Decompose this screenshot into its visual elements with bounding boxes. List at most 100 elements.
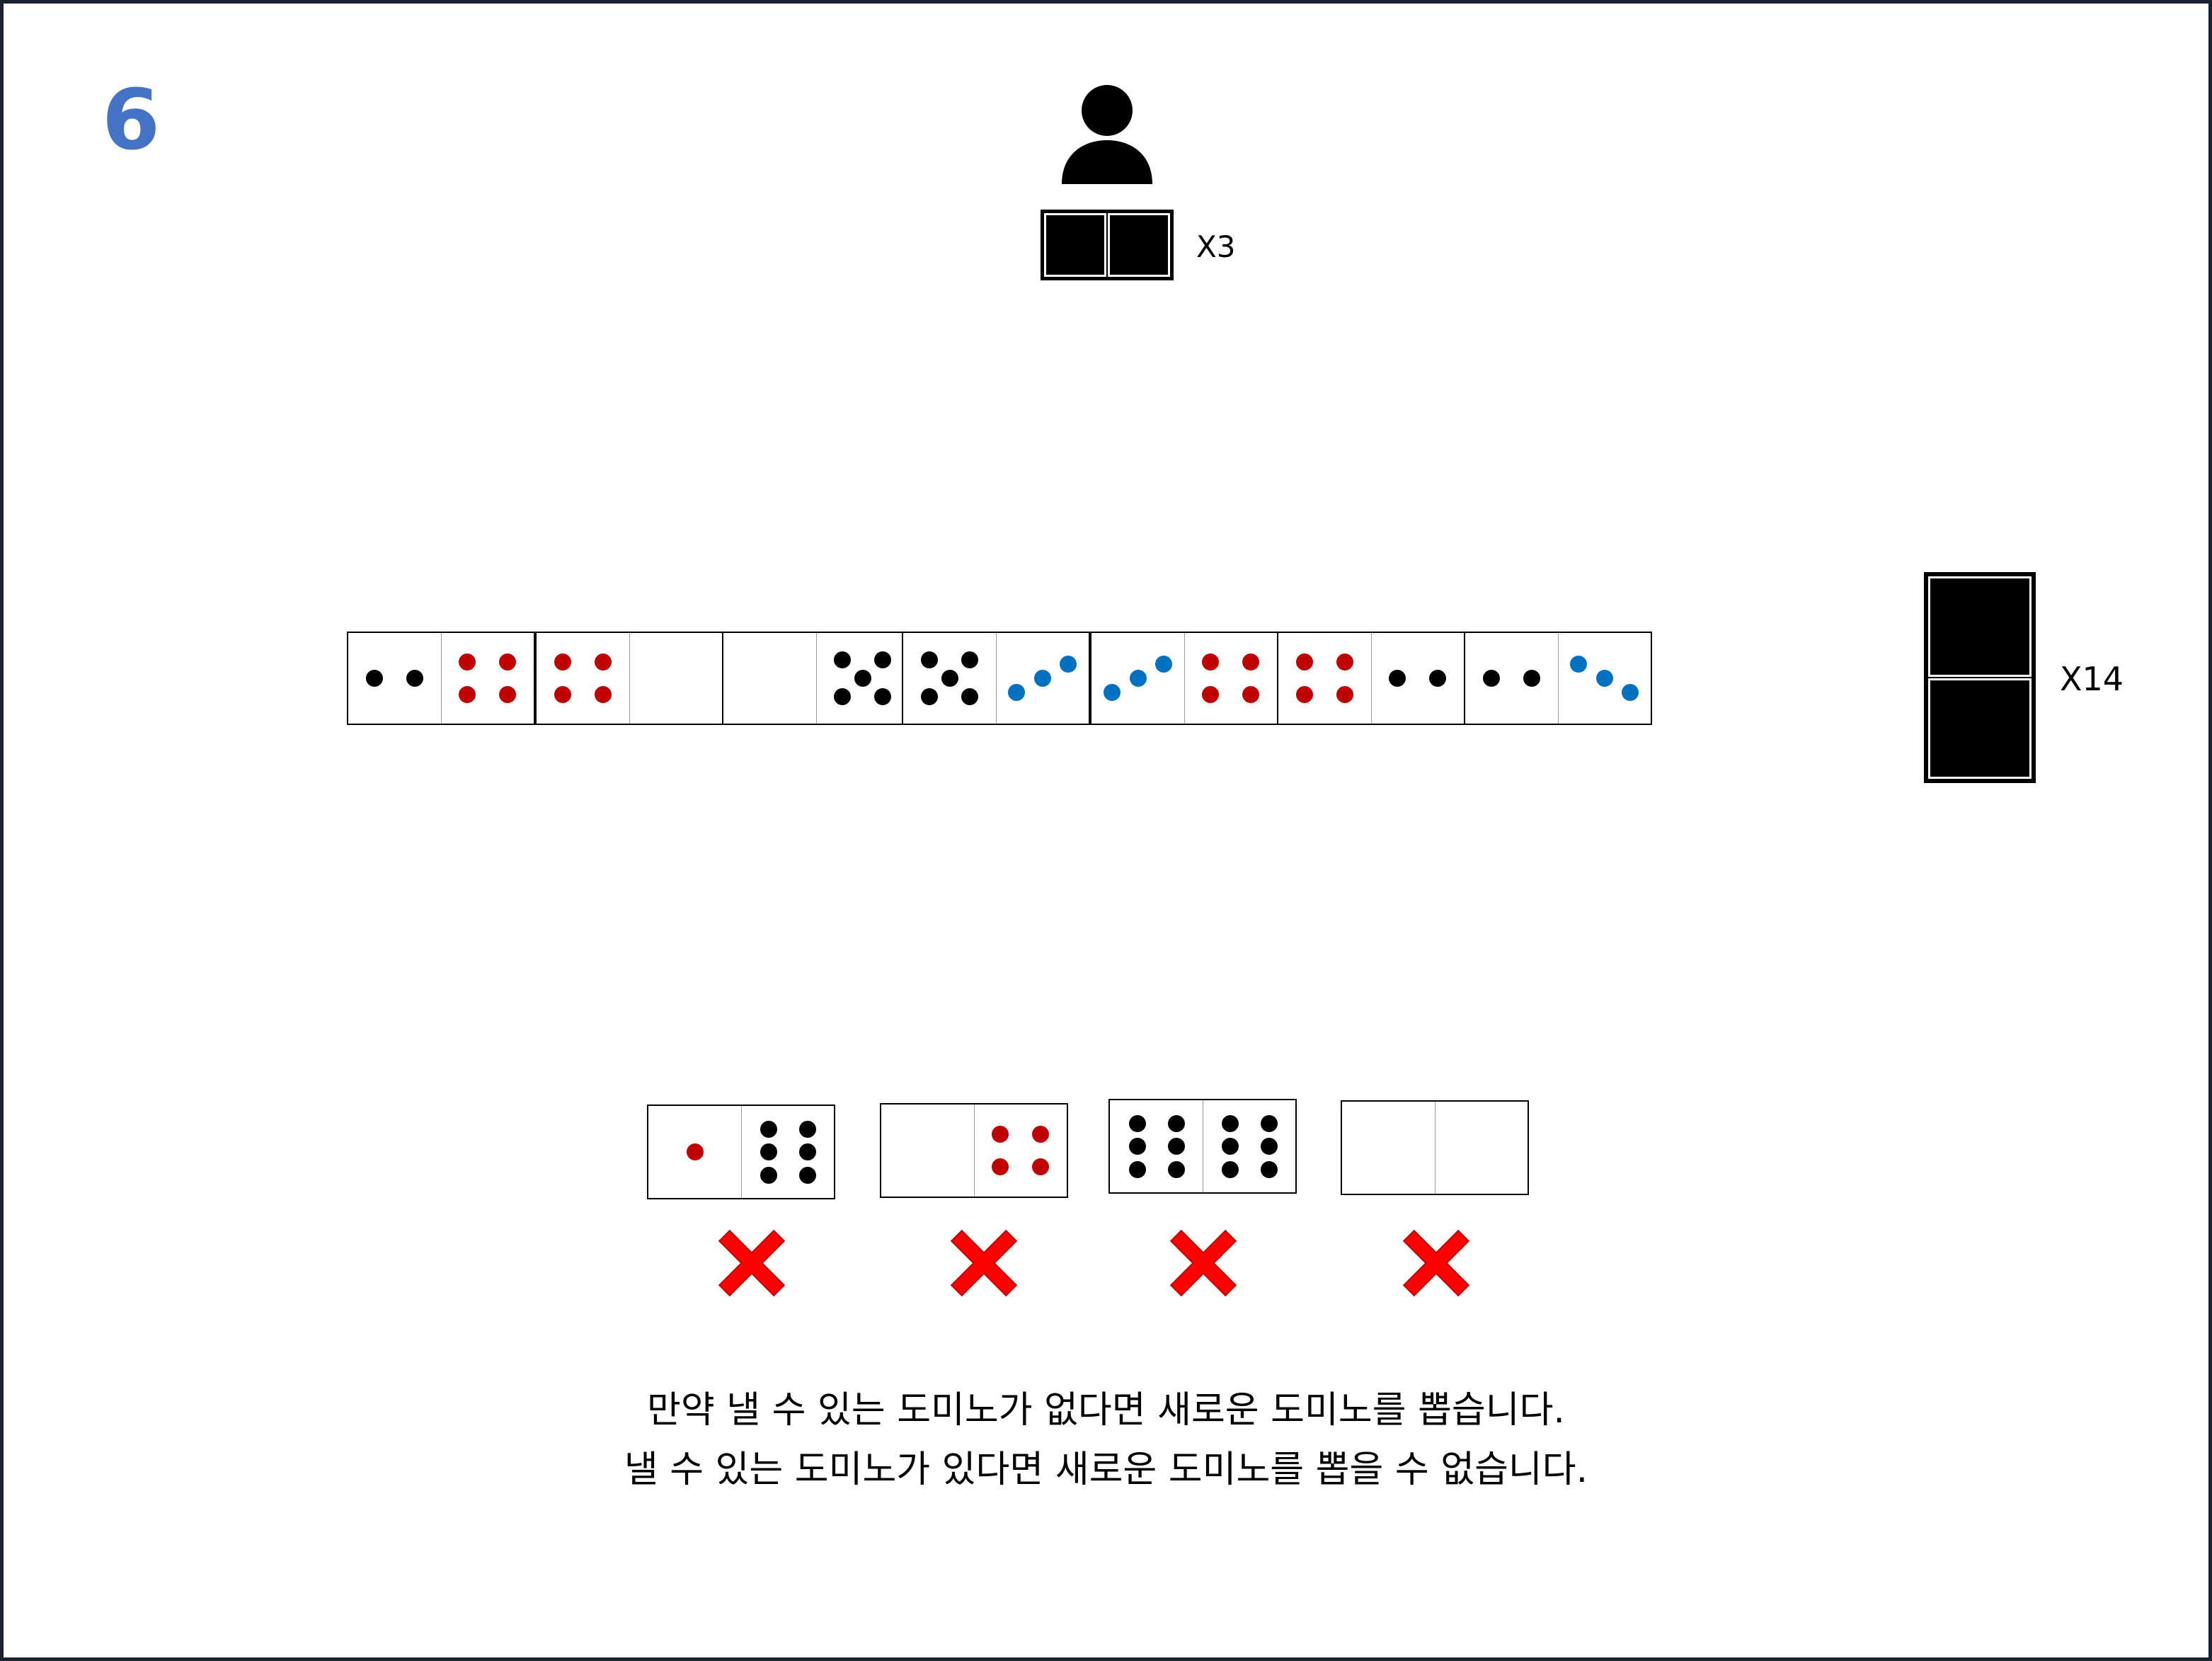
page-number: 6 bbox=[102, 71, 161, 169]
pip bbox=[554, 686, 571, 704]
domino-divider bbox=[974, 1105, 975, 1197]
board-domino bbox=[1277, 632, 1465, 725]
cross-icon bbox=[1402, 1229, 1470, 1297]
pip bbox=[1336, 686, 1354, 704]
pip bbox=[554, 653, 571, 670]
pip bbox=[1129, 1114, 1147, 1132]
hand-domino[interactable] bbox=[880, 1103, 1068, 1198]
pip bbox=[595, 653, 612, 670]
domino-half-right bbox=[974, 1105, 1067, 1197]
instructions: 만약 낼 수 있는 도미노가 없다면 새로운 도미노를 뽑습니다. 낼 수 있는… bbox=[0, 1381, 2212, 1500]
person-icon bbox=[1062, 85, 1152, 184]
domino-half-left bbox=[1465, 633, 1558, 724]
domino-divider bbox=[1558, 633, 1559, 724]
domino-divider bbox=[441, 633, 442, 724]
domino-divider bbox=[1371, 633, 1372, 724]
hand-domino[interactable] bbox=[1108, 1099, 1297, 1194]
pip bbox=[1201, 686, 1219, 704]
domino-divider bbox=[996, 633, 997, 724]
pip bbox=[760, 1166, 778, 1184]
boneyard-domino[interactable] bbox=[1924, 572, 2036, 783]
pip bbox=[1388, 670, 1406, 687]
pip bbox=[833, 687, 851, 705]
cross-icon bbox=[950, 1229, 1018, 1297]
domino-half-right bbox=[629, 633, 722, 724]
pip bbox=[1295, 686, 1313, 704]
domino-divider bbox=[741, 1106, 742, 1198]
domino-half-left bbox=[903, 633, 996, 724]
player-hand-domino bbox=[1041, 210, 1174, 280]
pip bbox=[1261, 1160, 1278, 1178]
pip bbox=[1523, 670, 1541, 687]
board-domino bbox=[347, 632, 535, 725]
pip bbox=[1129, 670, 1147, 687]
pip bbox=[961, 687, 979, 705]
board-domino bbox=[535, 632, 723, 725]
domino-half-left bbox=[881, 1105, 974, 1197]
pip bbox=[1569, 655, 1587, 673]
pip bbox=[920, 651, 938, 669]
instruction-line-2: 낼 수 있는 도미노가 있다면 새로운 도미노를 뽑을 수 없습니다. bbox=[624, 1449, 1588, 1491]
pip bbox=[458, 686, 476, 704]
board-domino bbox=[1464, 632, 1652, 725]
pip bbox=[499, 653, 517, 670]
domino-half-left bbox=[537, 633, 629, 724]
pip bbox=[1622, 684, 1639, 702]
pip bbox=[1168, 1114, 1186, 1132]
domino-half-left bbox=[1342, 1102, 1435, 1194]
pip bbox=[920, 687, 938, 705]
pip bbox=[1295, 653, 1313, 670]
hand-domino[interactable] bbox=[647, 1105, 835, 1199]
hand-domino[interactable] bbox=[1341, 1100, 1529, 1195]
domino-half-right bbox=[996, 633, 1089, 724]
pip bbox=[1129, 1138, 1147, 1155]
player-hand-count: X3 bbox=[1196, 229, 1236, 264]
pip bbox=[799, 1143, 817, 1160]
pip bbox=[1033, 670, 1051, 687]
board-domino bbox=[722, 632, 910, 725]
board-domino bbox=[902, 632, 1090, 725]
domino-half-left bbox=[723, 633, 816, 724]
pip bbox=[854, 670, 871, 687]
pip bbox=[1103, 684, 1121, 702]
pip bbox=[833, 651, 851, 669]
pip bbox=[1261, 1138, 1278, 1155]
pip bbox=[941, 670, 958, 687]
pip bbox=[874, 687, 892, 705]
domino-half-right bbox=[1371, 633, 1464, 724]
pip bbox=[1201, 653, 1219, 670]
pip bbox=[1032, 1125, 1050, 1143]
pip bbox=[458, 653, 476, 670]
pip bbox=[1155, 655, 1173, 673]
pip bbox=[1482, 670, 1500, 687]
domino-half-right bbox=[441, 633, 534, 724]
pip bbox=[1007, 684, 1025, 702]
domino-half-right bbox=[816, 633, 909, 724]
cross-icon bbox=[718, 1229, 786, 1297]
pip bbox=[1032, 1158, 1050, 1176]
pip bbox=[991, 1158, 1009, 1176]
pip bbox=[760, 1120, 778, 1138]
domino-half-left bbox=[348, 633, 441, 724]
pip bbox=[595, 686, 612, 704]
domino-divider bbox=[816, 633, 817, 724]
pip bbox=[760, 1143, 778, 1160]
pip bbox=[799, 1166, 817, 1184]
boneyard-count: X14 bbox=[2060, 660, 2124, 698]
domino-half-right bbox=[1184, 633, 1277, 724]
domino-half-left bbox=[1110, 1100, 1203, 1192]
pip bbox=[1060, 655, 1077, 673]
domino-divider bbox=[1184, 633, 1185, 724]
board-domino bbox=[1090, 632, 1278, 725]
cross-icon bbox=[1169, 1229, 1237, 1297]
pip bbox=[1242, 653, 1260, 670]
pip bbox=[499, 686, 517, 704]
domino-divider bbox=[629, 633, 630, 724]
pip bbox=[961, 651, 979, 669]
pip bbox=[1222, 1160, 1239, 1178]
pip bbox=[874, 651, 892, 669]
pip bbox=[1129, 1160, 1147, 1178]
pip bbox=[1168, 1160, 1186, 1178]
domino-half-right bbox=[741, 1106, 834, 1198]
